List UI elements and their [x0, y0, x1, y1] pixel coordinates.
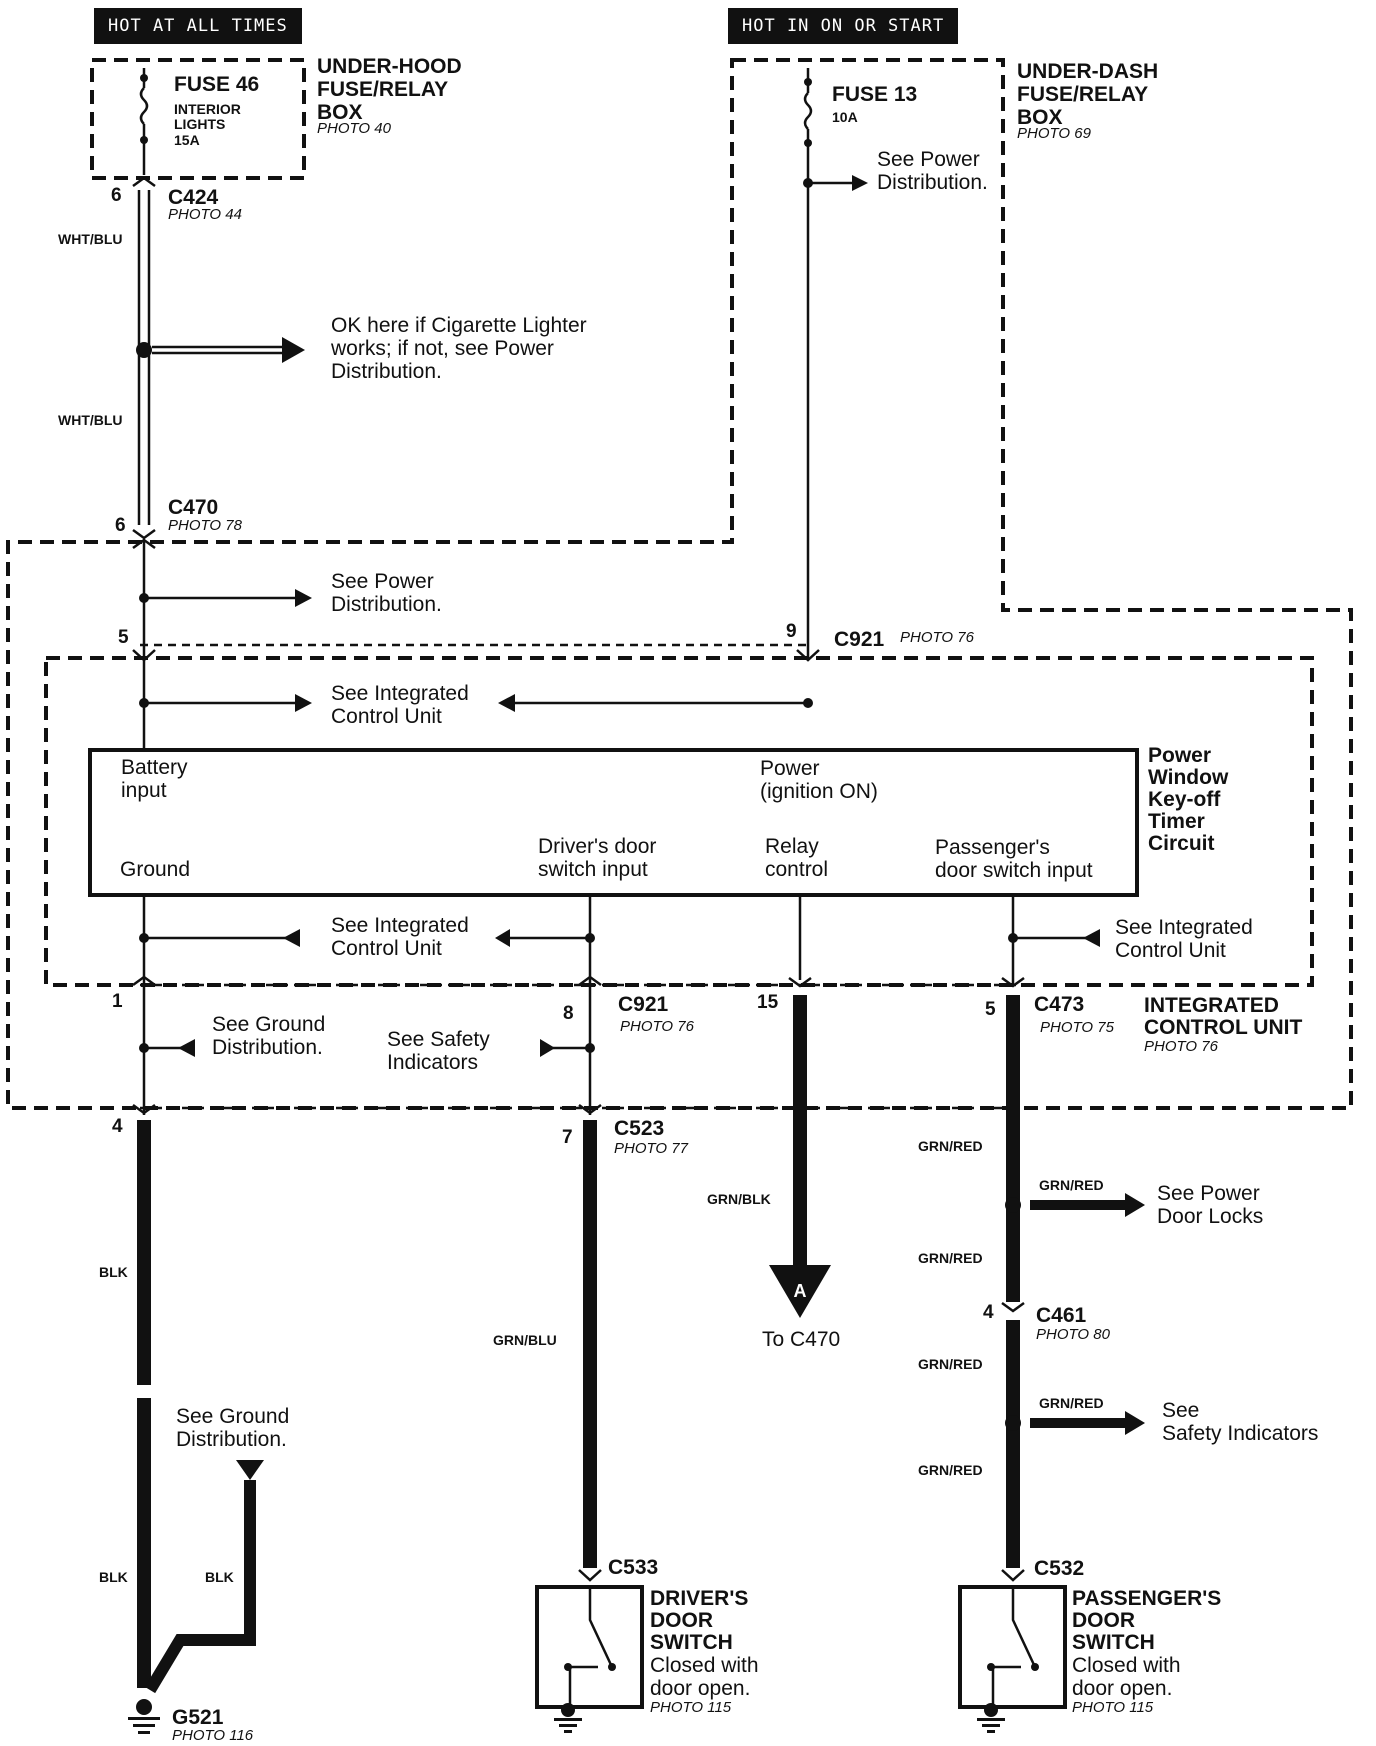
wire-label-wht-blu-1: WHT/BLU — [58, 231, 123, 247]
c532-label: C532 — [1034, 1557, 1085, 1580]
module-battery-input: Battery input — [121, 756, 188, 803]
c461-pin: 4 — [983, 1302, 994, 1323]
see-power-dist-fuse13: See Power Distribution. — [877, 148, 988, 195]
module-driver-door-input: Driver's door switch input — [538, 835, 657, 882]
see-ground-dist-bot-note: See Ground Distribution. — [176, 1405, 290, 1452]
cig-lighter-note: OK here if Cigarette Lighter works; if n… — [331, 314, 587, 384]
fuse-13-label: FUSE 13 — [832, 83, 918, 106]
wire-label-grn-blk: GRN/BLK — [707, 1191, 771, 1207]
driver-switch-photo: PHOTO 115 — [650, 1699, 732, 1716]
underdash-box-photo: PHOTO 69 — [1017, 125, 1091, 142]
module-ground: Ground — [120, 858, 191, 881]
module-passenger-door-input: Passenger's door switch input — [935, 836, 1093, 883]
c470-pin: 6 — [115, 515, 126, 536]
see-safety-ind-right-note: See Safety Indicators — [1162, 1399, 1319, 1446]
c921-bot-pin-1: 1 — [112, 991, 123, 1012]
c424-label: C424 — [168, 186, 219, 209]
wire-label-grn-red-branch2: GRN/RED — [1039, 1395, 1104, 1411]
module-power-ign: Power (ignition ON) — [760, 757, 878, 804]
c523-pin-4: 4 — [112, 1116, 123, 1137]
header-hot-in-on-or-start: HOT IN ON OR START — [728, 8, 959, 44]
passenger-switch-title: PASSENGER'S DOOR SWITCH — [1072, 1587, 1222, 1655]
see-icu-bot-right-note: See Integrated Control Unit — [1115, 916, 1253, 963]
c921-top-pin-5: 5 — [118, 627, 129, 648]
see-ground-dist-top-note: See Ground Distribution. — [212, 1013, 326, 1060]
fuse-46-label: FUSE 46 — [174, 73, 260, 96]
wire-label-wht-blu-2: WHT/BLU — [58, 412, 123, 428]
passenger-switch-desc: Closed with door open. — [1072, 1654, 1181, 1701]
c424-photo: PHOTO 44 — [168, 206, 242, 223]
c533-label: C533 — [608, 1556, 659, 1579]
c921-top-photo: PHOTO 76 — [900, 629, 974, 646]
c424-pin: 6 — [111, 185, 122, 206]
c921-bot-pin-8: 8 — [563, 1003, 574, 1024]
to-c470-label: To C470 — [762, 1328, 841, 1351]
see-icu-top-note: See Integrated Control Unit — [331, 682, 469, 729]
underdash-box-title: UNDER-DASH FUSE/RELAY BOX — [1017, 60, 1159, 130]
passenger-switch-photo: PHOTO 115 — [1072, 1699, 1154, 1716]
wire-label-grn-blu: GRN/BLU — [493, 1332, 557, 1348]
wire-label-grn-red-3: GRN/RED — [918, 1356, 983, 1372]
underdash-box-outline — [6, 58, 1353, 1110]
module-circuit-name: Power Window Key-off Timer Circuit — [1148, 744, 1229, 856]
icu-title: INTEGRATED CONTROL UNIT — [1144, 994, 1303, 1040]
c470-photo: PHOTO 78 — [168, 517, 242, 534]
underhood-box-photo: PHOTO 40 — [317, 120, 391, 137]
wire-label-blk-1: BLK — [99, 1264, 128, 1280]
driver-switch-title: DRIVER'S DOOR SWITCH — [650, 1587, 749, 1655]
wire-label-grn-red-branch1: GRN/RED — [1039, 1177, 1104, 1193]
underhood-box-outline — [90, 58, 306, 180]
g521-photo: PHOTO 116 — [172, 1727, 254, 1744]
underhood-box-title: UNDER-HOOD FUSE/RELAY BOX — [317, 55, 462, 125]
see-power-dist-note: See Power Distribution. — [331, 570, 442, 617]
module-box — [88, 748, 1139, 897]
arrow-letter: A — [794, 1281, 807, 1301]
header-hot-at-all-times: HOT AT ALL TIMES — [94, 8, 302, 44]
see-safety-ind-note: See Safety Indicators — [387, 1028, 490, 1075]
c470-label: C470 — [168, 496, 219, 519]
c523-pin-7: 7 — [562, 1127, 573, 1148]
c473-pin: 5 — [985, 999, 996, 1020]
c523-photo: PHOTO 77 — [614, 1140, 688, 1157]
driver-switch-desc: Closed with door open. — [650, 1654, 759, 1701]
c921-top-pin-9: 9 — [786, 621, 797, 642]
c921-top-label: C921 — [834, 628, 885, 651]
c461-photo: PHOTO 80 — [1036, 1326, 1110, 1343]
c473-photo: PHOTO 75 — [1040, 1019, 1114, 1036]
g521-label: G521 — [172, 1706, 224, 1729]
wire-label-blk-2: BLK — [99, 1569, 128, 1585]
c523-label: C523 — [614, 1117, 665, 1140]
wire-label-grn-red-1: GRN/RED — [918, 1138, 983, 1154]
see-power-door-locks-note: See Power Door Locks — [1157, 1182, 1264, 1229]
c473-label: C473 — [1034, 993, 1085, 1016]
icu-photo: PHOTO 76 — [1144, 1038, 1218, 1055]
wire-label-grn-red-2: GRN/RED — [918, 1250, 983, 1266]
wire-label-blk-3: BLK — [205, 1569, 234, 1585]
c921-bot-pin-15: 15 — [757, 992, 779, 1013]
wire-label-grn-red-4: GRN/RED — [918, 1462, 983, 1478]
fuse-13-rating: 10A — [832, 109, 858, 125]
ground-symbol-g521 — [128, 1699, 160, 1734]
fuse-46-desc: INTERIOR LIGHTS 15A — [174, 101, 241, 148]
c921-bot-label: C921 — [618, 993, 669, 1016]
module-relay-control: Relay control — [765, 835, 829, 882]
c921-bot-photo: PHOTO 76 — [620, 1018, 694, 1035]
see-icu-bot-left-note: See Integrated Control Unit — [331, 914, 469, 961]
c461-label: C461 — [1036, 1304, 1087, 1327]
